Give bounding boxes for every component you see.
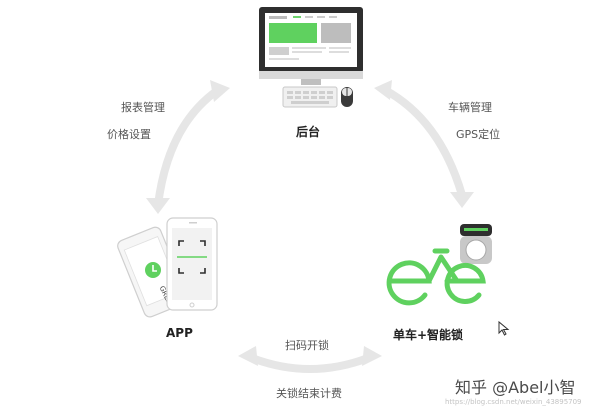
mouse-cursor-icon bbox=[498, 320, 510, 336]
arrow-bottom-head-right bbox=[362, 346, 382, 366]
bike-icon bbox=[386, 248, 486, 306]
computer-icon bbox=[259, 7, 363, 108]
node-bike-label: 单车+智能锁 bbox=[393, 328, 464, 342]
arrow-left-head-top bbox=[210, 80, 230, 102]
smart-lock-icon bbox=[460, 224, 492, 264]
watermark-main: 知乎 @Abel小智 bbox=[455, 378, 576, 397]
edge-right-line1: 车辆管理 bbox=[448, 101, 492, 114]
node-app-label: APP bbox=[166, 326, 193, 340]
edge-left-line1: 报表管理 bbox=[121, 101, 165, 114]
phones-icon: GREA bbox=[117, 217, 218, 318]
arrow-bottom-arc bbox=[248, 354, 372, 373]
node-backend-label: 后台 bbox=[296, 125, 321, 139]
arrow-right-arc bbox=[381, 86, 466, 199]
arrow-left-arc bbox=[154, 86, 222, 209]
arrow-right-head-top bbox=[374, 80, 392, 100]
edge-bottom-line2: 关锁结束计费 bbox=[276, 387, 342, 400]
arrow-left-head-bottom bbox=[146, 198, 170, 214]
edge-bottom-line1: 扫码开锁 bbox=[285, 339, 329, 352]
watermark-url: https://blog.csdn.net/weixin_43895709 bbox=[445, 398, 582, 406]
edge-left-line2: 价格设置 bbox=[107, 128, 151, 141]
edge-right-line2: GPS定位 bbox=[456, 128, 501, 141]
arrow-right-head-bottom bbox=[450, 192, 474, 208]
arrow-bottom-head-left bbox=[238, 346, 258, 366]
